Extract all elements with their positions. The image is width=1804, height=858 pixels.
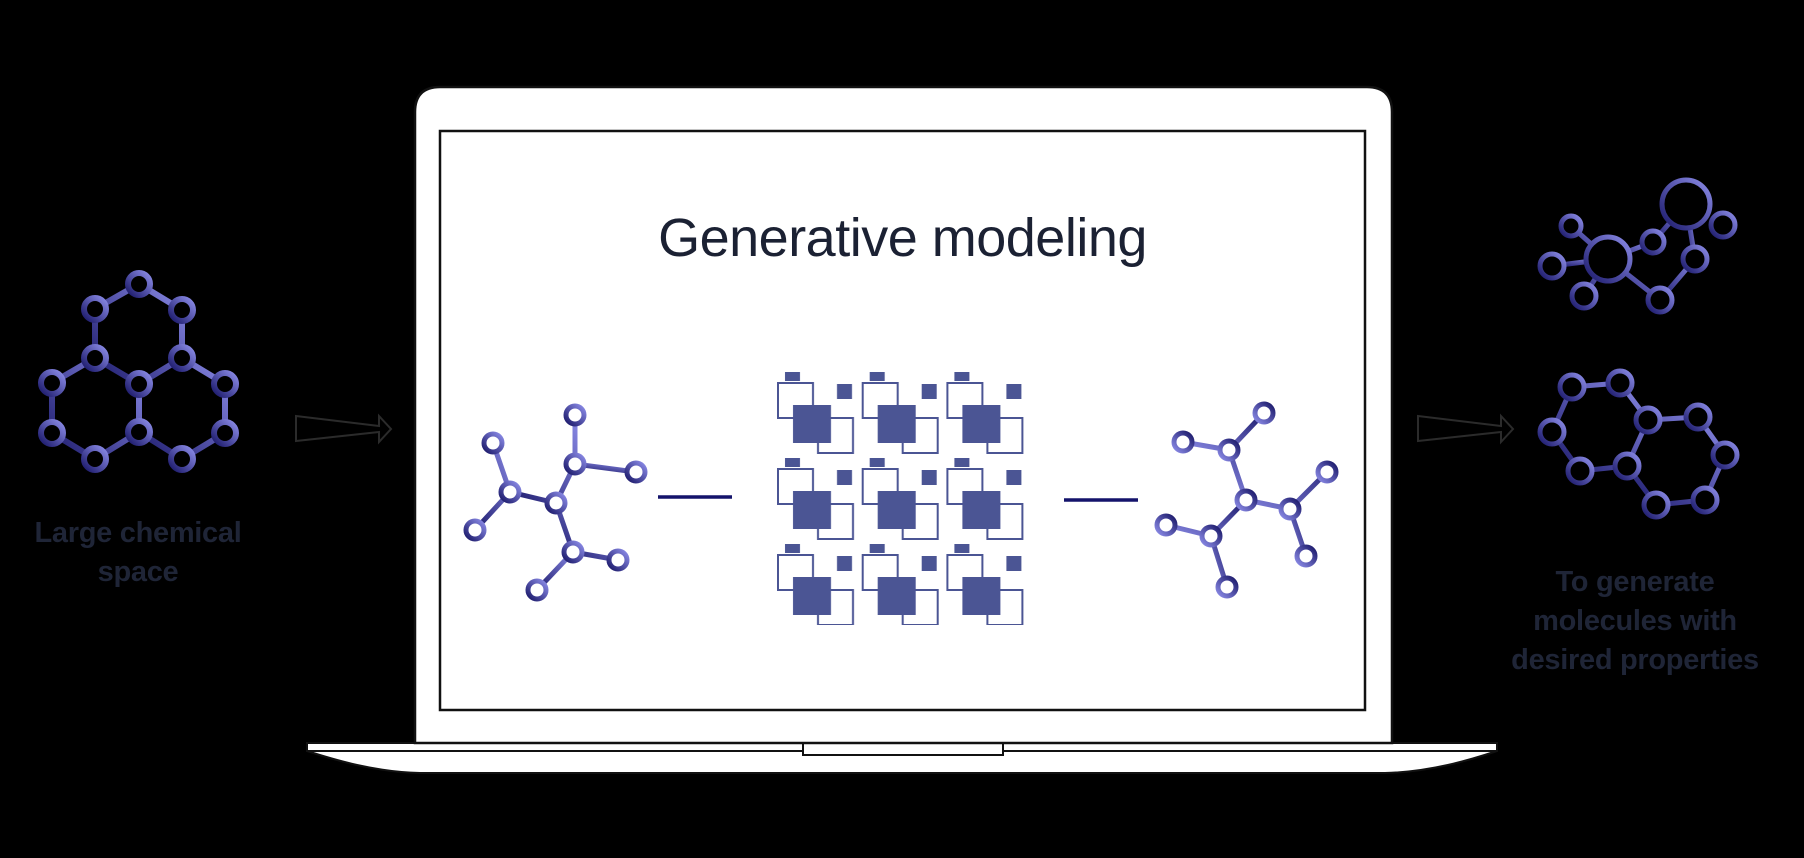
input-label-line: space — [97, 556, 179, 588]
laptop-base — [306, 742, 1498, 774]
branched-molecule-icon — [1154, 401, 1339, 599]
molecule-hexagon-cluster-icon — [38, 270, 239, 473]
output-label-line: desired properties — [1511, 644, 1759, 676]
arrow-right-icon — [295, 413, 393, 445]
molecule-network-icon — [1537, 177, 1738, 315]
output-label-line: molecules with — [1533, 605, 1737, 637]
diagram-title: Generative modeling — [658, 208, 1147, 268]
output-label: To generate molecules with desired prope… — [1485, 563, 1785, 680]
neural-grid-pattern-icon — [777, 372, 1024, 625]
arrow-right-icon — [1417, 413, 1515, 445]
input-label-line: Large chemical — [34, 517, 242, 549]
molecule-fused-rings-icon — [1537, 368, 1740, 520]
branched-molecule-icon — [463, 403, 648, 602]
output-label-line: To generate — [1555, 566, 1715, 598]
input-label: Large chemical space — [8, 514, 268, 592]
